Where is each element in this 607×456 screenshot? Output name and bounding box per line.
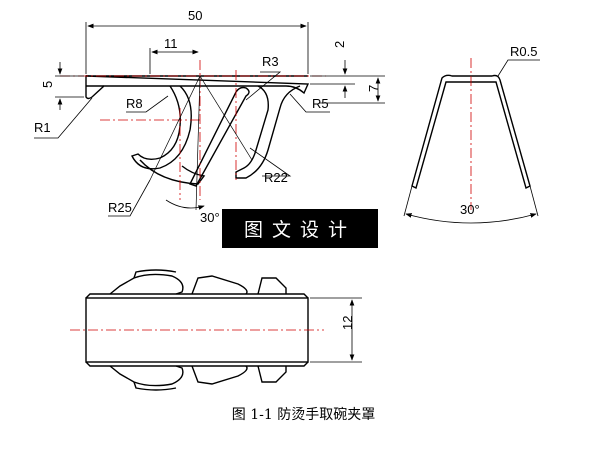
front-dimensions (34, 22, 385, 217)
side-dimensions (403, 59, 540, 224)
plan-dimensions (310, 297, 362, 363)
label-r5: R5 (312, 96, 329, 111)
side-outline (411, 74, 531, 190)
dim-7: 7 (366, 85, 381, 92)
lower-tabs (109, 365, 287, 387)
label-r05: R0.5 (510, 44, 537, 59)
angle-30-side: 30° (460, 202, 480, 217)
dim-12: 12 (340, 316, 355, 330)
top-plate-outline (85, 75, 310, 100)
right-finger (235, 85, 301, 179)
label-r8: R8 (126, 96, 143, 111)
label-r3: R3 (262, 54, 279, 69)
design-banner: 图文设计 (222, 209, 378, 248)
dim-11: 11 (164, 36, 178, 51)
dim-5: 5 (40, 81, 55, 88)
angle-30-front: 30° (200, 210, 220, 225)
figure-caption: 图 1-1 防烫手取碗夹罩 (231, 407, 376, 423)
label-r22: R22 (264, 170, 288, 185)
upper-tabs (109, 273, 287, 295)
radial-lines (149, 75, 253, 211)
label-r1: R1 (34, 120, 51, 135)
plan-view (85, 269, 309, 391)
label-r25: R25 (108, 200, 132, 215)
middle-finger (189, 86, 250, 187)
dim-2: 2 (332, 41, 347, 48)
dim-50: 50 (188, 8, 202, 23)
side-view (411, 74, 531, 190)
